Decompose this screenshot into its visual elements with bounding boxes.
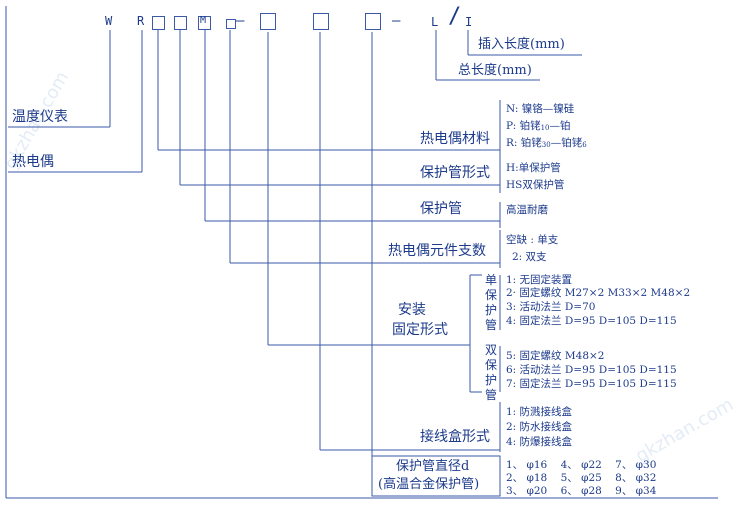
tube-form-option-h: H:单保护管: [506, 162, 561, 174]
instrument-label: 温度仪表: [12, 109, 68, 125]
element-count-option-1: 空缺 : 单支: [506, 234, 559, 246]
junction-box-option-2: 2: 防水接线盒: [506, 421, 573, 433]
mounting-option-1: 1: 无固定装置: [506, 274, 573, 286]
mounting-option-6: 6: 活动法兰 D=95 D=105 D=115: [506, 364, 677, 376]
diameter-options-row-1: 1、 φ16 4、 φ22 7、 φ30: [506, 459, 657, 471]
tube-form-label: 保护管形式: [420, 165, 490, 181]
single-tube-label: 单保护管: [484, 273, 497, 332]
code-dash-2: —: [392, 13, 401, 29]
code-slash: /: [448, 4, 462, 29]
tube-label: 保护管: [420, 201, 462, 217]
code-m: M: [200, 15, 207, 26]
junction-box-label: 接线盒形式: [420, 429, 490, 445]
code-w: W: [105, 14, 113, 28]
material-option-p: P: 铂铑10—铂: [506, 120, 571, 132]
element-count-label: 热电偶元件支数: [388, 243, 486, 259]
mounting-option-4: 4: 固定法兰 D=95 D=105 D=115: [506, 315, 677, 327]
code-box-m: [198, 16, 211, 30]
junction-box-option-1: 1: 防溅接线盒: [506, 406, 573, 418]
mounting-label-line2: 固定形式: [392, 322, 448, 338]
material-option-n: N: 镍铬—镍硅: [506, 103, 575, 115]
mounting-option-2: 2· 固定螺纹 M27×2 M33×2 M48×2: [506, 287, 691, 299]
double-tube-label: 双保护管: [484, 343, 497, 402]
diameter-options-row-3: 3、 φ20 6、 φ28 9、 φ34: [506, 485, 657, 497]
total-length-label: 总长度(mm): [458, 63, 532, 78]
code-box-5: [365, 13, 381, 30]
tube-option: 高温耐磨: [506, 204, 548, 216]
code-r: R: [137, 14, 145, 28]
code-dash-1: —: [236, 13, 245, 29]
code-box-4: [313, 13, 329, 30]
mounting-label-line1: 安装: [398, 302, 426, 318]
diameter-label-line1: 保护管直径d: [396, 459, 470, 474]
code-l: L: [431, 15, 439, 29]
diameter-options-row-2: 2、 φ18 5、 φ25 8、 φ32: [506, 472, 657, 484]
code-box-2: [174, 16, 187, 30]
code-box-1: [152, 16, 165, 30]
material-option-r: R: 铂铑30—铂铑6: [506, 137, 587, 149]
code-box-small: [226, 19, 236, 29]
thermocouple-label: 热电偶: [12, 154, 54, 170]
mounting-option-5: 5: 固定螺纹 M48×2: [506, 350, 605, 362]
diameter-label-line2: (高温合金保护管): [378, 477, 480, 492]
material-label: 热电偶材料: [420, 131, 490, 147]
insert-length-label: 插入长度(mm): [478, 37, 565, 52]
code-box-3: [260, 13, 276, 30]
tube-form-option-hs: HS双保护管: [506, 179, 565, 191]
junction-box-option-4: 4: 防爆接线盒: [506, 436, 573, 448]
element-count-option-2: 2: 双支: [512, 251, 547, 263]
code-i: I: [465, 15, 473, 29]
mounting-option-3: 3: 活动法兰 D=70: [506, 301, 596, 313]
mounting-option-7: 7: 固定法兰 D=95 D=105 D=115: [506, 378, 677, 390]
